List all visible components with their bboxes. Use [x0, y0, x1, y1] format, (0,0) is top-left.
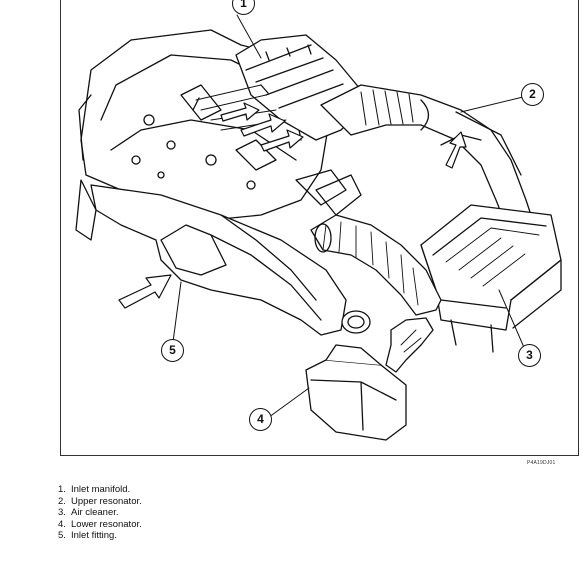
callout-3: 3: [518, 344, 541, 367]
engine-illustration: [75, 14, 562, 441]
diagram-frame: 1 2 3 4 5: [60, 0, 579, 456]
upper-resonator: [320, 84, 532, 226]
legend-list: 1.Inlet manifold. 2.Upper resonator. 3.A…: [58, 484, 142, 542]
airflow-arrows: [118, 102, 467, 309]
inlet-fitting: [75, 179, 371, 336]
legend-item: 4.Lower resonator.: [58, 518, 142, 530]
callout-4: 4: [249, 408, 272, 431]
legend-item: 2.Upper resonator.: [58, 495, 142, 507]
leader-lines: [172, 14, 527, 421]
figure-code: P4A19DJ01: [527, 460, 556, 466]
air-cleaner: [420, 204, 562, 353]
legend-item: 1.Inlet manifold.: [58, 484, 131, 495]
callout-5: 5: [161, 339, 184, 362]
lower-resonator: [305, 317, 434, 441]
callout-2: 2: [521, 83, 544, 106]
legend-item: 5.Inlet fitting.: [58, 530, 117, 541]
legend-item: 3.Air cleaner.: [58, 507, 119, 518]
lower-hose: [310, 214, 442, 316]
